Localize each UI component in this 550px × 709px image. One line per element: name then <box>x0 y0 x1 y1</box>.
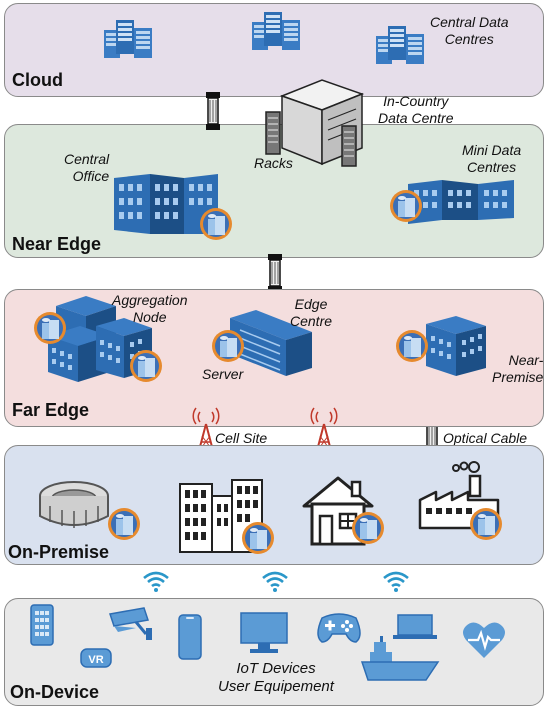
office-building-icon <box>176 476 266 558</box>
on-device-layer-title: On-Device <box>10 682 100 702</box>
cell-site-label: Cell Site <box>215 430 268 446</box>
edge-node-icon <box>242 522 274 554</box>
phone-icon <box>30 604 54 646</box>
near-premise-label: Near-Premise <box>492 352 544 385</box>
wifi-icon <box>142 571 170 594</box>
heart-monitor-icon <box>462 620 506 660</box>
edge-node-icon <box>130 350 162 382</box>
edge-node-icon <box>108 508 140 540</box>
edge-node-icon <box>352 512 384 544</box>
monitor-icon <box>240 612 290 654</box>
on-premise-layer-title: On-Premise <box>8 542 110 562</box>
gamepad-icon <box>316 612 362 644</box>
in-country-data-centre-icon <box>262 78 372 170</box>
optical-cable-icon <box>205 91 221 131</box>
optical-cable-label: Optical Cable <box>443 430 528 446</box>
cloud-layer-title: Cloud <box>12 70 63 90</box>
server-stack-icon <box>104 20 154 60</box>
ship-icon <box>360 636 440 684</box>
server-label: Server <box>202 366 244 382</box>
far-edge-layer-title: Far Edge <box>12 400 90 420</box>
central-office-building-icon <box>114 168 242 240</box>
laptop-icon <box>392 614 438 640</box>
security-camera-icon <box>106 606 156 642</box>
edge-node-icon <box>470 508 502 540</box>
server-stack-icon <box>376 26 426 66</box>
smartphone-icon <box>178 614 202 660</box>
edge-centre-building-icon <box>226 308 316 378</box>
racks-label: Racks <box>254 155 293 171</box>
wifi-icon <box>382 571 410 594</box>
near-edge-layer-title: Near Edge <box>12 234 102 254</box>
edge-node-icon <box>396 330 428 362</box>
server-stack-icon <box>252 12 302 52</box>
optical-cable-icon <box>267 253 283 293</box>
server-node-icon <box>212 330 244 362</box>
vr-headset-icon: VR <box>80 648 112 668</box>
edge-node-icon <box>34 312 66 344</box>
edge-node-icon <box>390 190 422 222</box>
edge-node-icon <box>200 208 232 240</box>
near-premise-building-icon <box>412 314 492 380</box>
vr-text: VR <box>88 654 103 666</box>
wifi-icon <box>261 571 289 594</box>
stadium-icon <box>36 470 116 536</box>
